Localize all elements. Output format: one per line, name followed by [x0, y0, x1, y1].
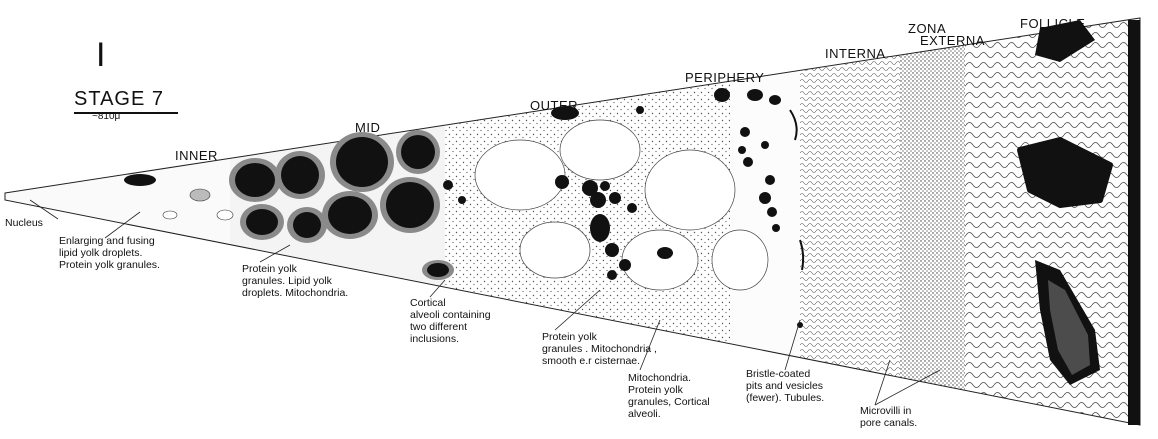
annotation-cortical: Cortical alveoli containing two differen… [410, 297, 491, 345]
annotation-inner: Enlarging and fusing lipid yolk droplets… [59, 235, 160, 271]
annotation-periphery: Mitochondria. Protein yolk granules, Cor… [628, 372, 710, 420]
annotation-mid: Protein yolk granules. Lipid yolk drople… [242, 263, 348, 299]
zone-label-mid: MID [355, 120, 380, 135]
zone-label-interna: INTERNA [825, 46, 886, 61]
roman-numeral: I [96, 36, 105, 75]
zone-follicle-fill [965, 0, 1140, 439]
annotation-externa: Microvilli in pore canals. [860, 405, 917, 429]
zone-label-inner: INNER [175, 148, 218, 163]
zone-label-externa: EXTERNA [920, 33, 985, 48]
follicle-border [1128, 20, 1140, 425]
title-underline [74, 112, 178, 114]
annotation-interna: Bristle-coated pits and vesicles (fewer)… [746, 368, 824, 404]
stage-title: STAGE 7 [74, 88, 164, 111]
stage-size: ~810μ [92, 111, 120, 122]
annotation-outer: Protein yolk granules . Mitochondria , s… [542, 331, 657, 367]
zone-label-follicle: FOLLICLE [1020, 16, 1085, 31]
zone-externa-fill [900, 0, 965, 439]
zone-outer-fill [445, 0, 775, 439]
zone-label-periphery: PERIPHERY [685, 70, 764, 85]
zone-label-outer: OUTER [530, 98, 578, 113]
annotation-nucleus: Nucleus [5, 217, 43, 229]
